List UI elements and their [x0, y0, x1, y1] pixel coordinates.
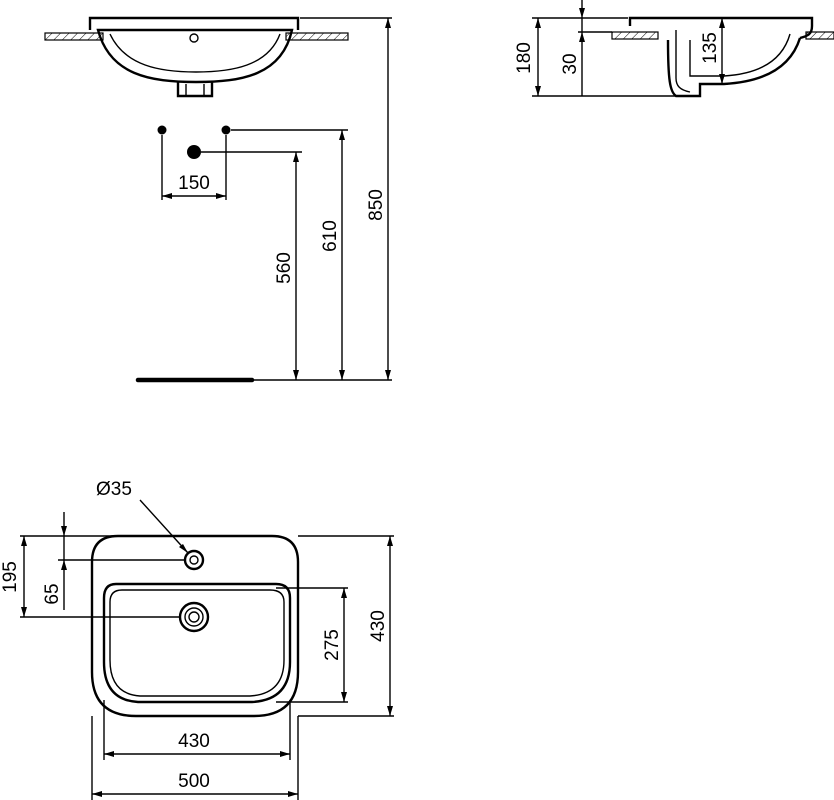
- plan-dim-bowl-width: 430: [178, 731, 210, 752]
- plan-tap-hole: [183, 549, 205, 571]
- plan-view: Ø35 195 65 275 430: [0, 479, 394, 800]
- waste-outlet: [176, 82, 214, 98]
- countertop-right: [285, 32, 349, 41]
- front-view: 150 560 610 850: [44, 16, 392, 383]
- basin-rim: [88, 16, 300, 30]
- side-basin-bowl: [666, 37, 802, 98]
- tap-connection-right: [221, 125, 231, 135]
- side-dim-rim-thickness: 30: [560, 53, 581, 74]
- side-dim-overall-depth: 180: [514, 42, 535, 74]
- plan-waste: [178, 601, 210, 633]
- plan-dim-tap-to-back: 195: [0, 561, 21, 593]
- plan-dim-bowl-depth: 275: [322, 629, 343, 661]
- plan-dim-overall-width: 500: [178, 771, 210, 792]
- overflow-hole: [189, 33, 199, 43]
- tap-connection-left: [157, 125, 167, 135]
- side-basin-rim: [628, 16, 814, 40]
- basin-bowl: [96, 28, 294, 84]
- plan-outer-outline: [90, 534, 300, 718]
- dim-waste-height: 560: [274, 252, 295, 284]
- dim-tap-spacing: 150: [178, 173, 210, 194]
- dim-tap-height: 610: [320, 220, 341, 252]
- side-view: 180 30 135: [514, 0, 834, 98]
- plan-dim-tap-hole: Ø35: [96, 479, 132, 500]
- side-countertop: [611, 31, 659, 40]
- plan-dim-overall-depth: 430: [368, 610, 389, 642]
- countertop-left: [44, 32, 104, 41]
- side-dim-bowl-depth: 135: [700, 32, 721, 64]
- waste-connection: [187, 145, 201, 159]
- dim-rim-height: 850: [366, 189, 387, 221]
- plan-inner-bowl: [102, 582, 292, 704]
- plan-dim-tap-offset: 65: [42, 583, 63, 604]
